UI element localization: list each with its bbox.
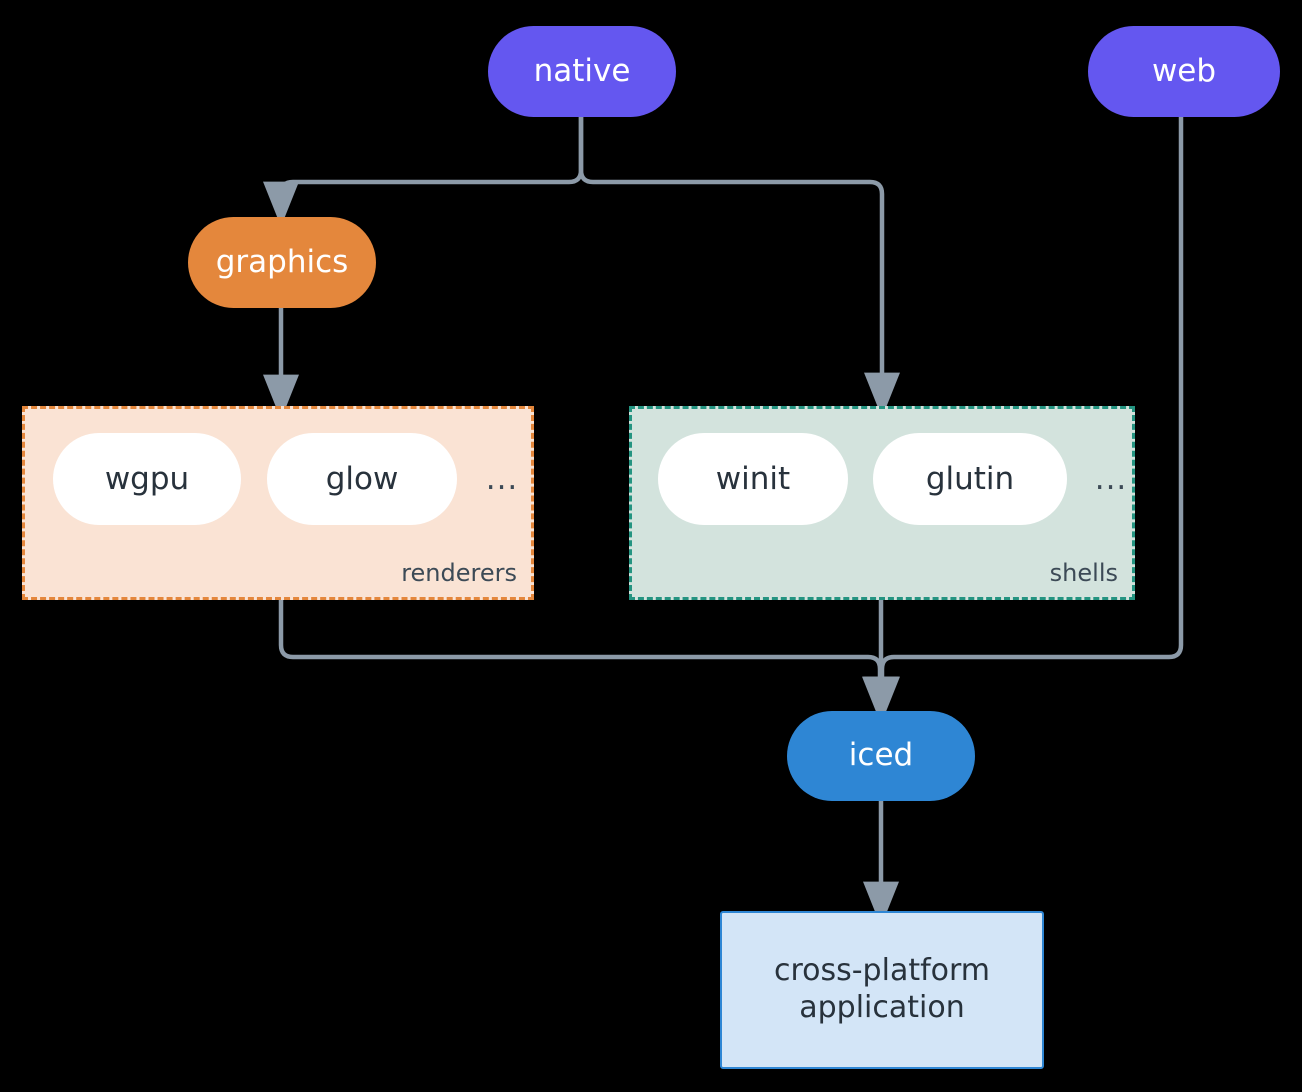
group-shells-label: shells (1049, 559, 1118, 587)
node-web-label: web (1151, 52, 1217, 89)
shells-overflow-ellipsis: ... (1094, 461, 1128, 497)
node-native-label: native (533, 52, 631, 89)
edge-native-bus (263, 114, 584, 227)
chip-glutin[interactable]: glutin (873, 433, 1067, 525)
chip-wgpu-label: wgpu (104, 461, 190, 497)
edge-native-shells (578, 114, 900, 418)
group-renderers-label: renderers (401, 559, 517, 587)
node-application[interactable]: cross-platform application (720, 911, 1044, 1069)
node-iced[interactable]: iced (787, 711, 975, 801)
node-graphics[interactable]: graphics (188, 217, 376, 308)
group-renderers: wgpu glow ... renderers (22, 406, 534, 600)
node-graphics-label: graphics (215, 243, 349, 280)
node-application-line1: cross-platform (773, 953, 991, 989)
chip-glow[interactable]: glow (267, 433, 457, 525)
node-application-line2: application (799, 990, 965, 1025)
chip-wgpu[interactable]: wgpu (53, 433, 241, 525)
chip-glow-label: glow (325, 461, 399, 497)
node-web[interactable]: web (1088, 26, 1280, 117)
node-iced-label: iced (848, 737, 914, 774)
renderers-overflow-ellipsis: ... (485, 461, 519, 497)
chip-winit-label: winit (715, 461, 791, 497)
edge-renderers-iced (278, 597, 898, 722)
chip-winit[interactable]: winit (658, 433, 848, 525)
group-shells: winit glutin ... shells (629, 406, 1135, 600)
chip-glutin-label: glutin (925, 461, 1015, 497)
node-native[interactable]: native (488, 26, 676, 117)
